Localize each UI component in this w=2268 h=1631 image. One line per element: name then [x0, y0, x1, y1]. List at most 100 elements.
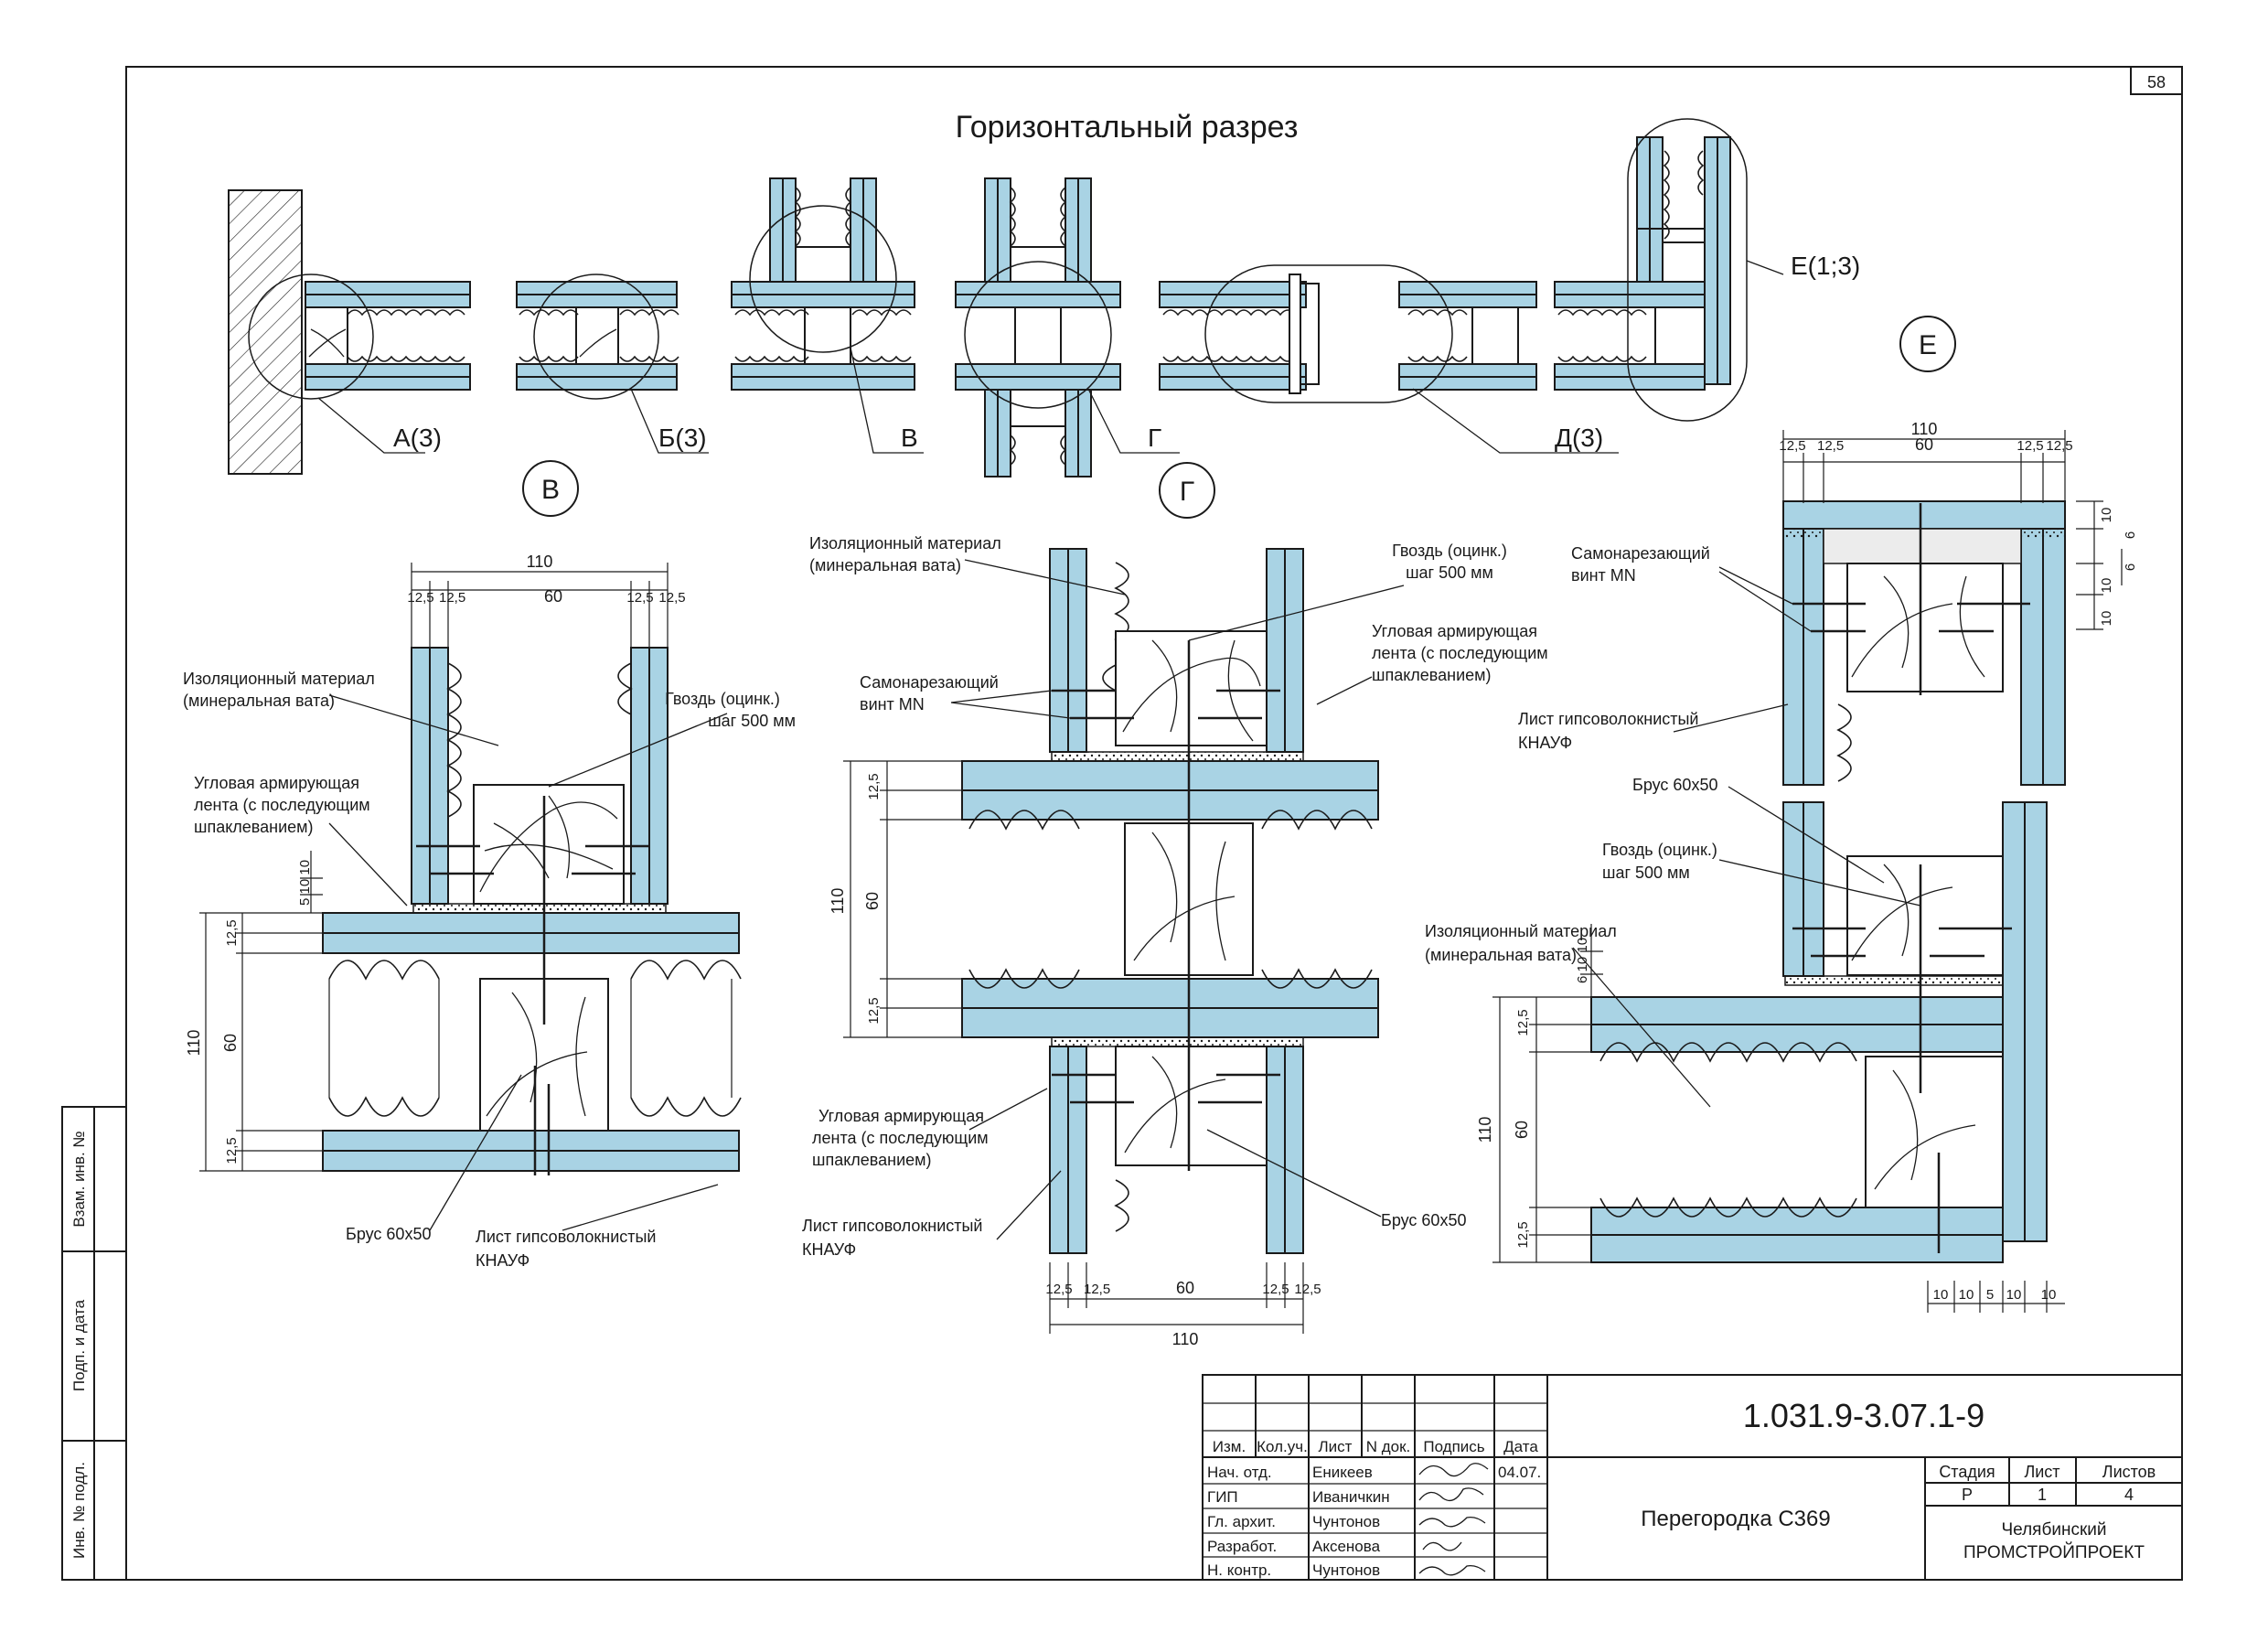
- e-dim-b1: 10: [1933, 1287, 1949, 1303]
- tb-org-2: ПРОМСТРОЙПРОЕКТ: [1963, 1542, 2145, 1562]
- signature-4: [1422, 1541, 1462, 1551]
- stamp-sign-date: Подп. и дата: [70, 1299, 88, 1391]
- v-dim-h-core: 60: [221, 1034, 240, 1052]
- signature-5: [1418, 1564, 1486, 1576]
- tb-role-3: Гл. архит.: [1207, 1513, 1276, 1530]
- e-dim-small: 6 10 10: [1575, 938, 1590, 983]
- tb-h-list: Лист: [1319, 1438, 1353, 1455]
- e-dim-b3: 5: [1986, 1287, 1994, 1303]
- v-label-insulation-2: (минеральная вата): [183, 692, 335, 710]
- tb-person-1: Еникеев: [1312, 1464, 1373, 1481]
- v-label-nail-1: Гвоздь (оцинк.): [665, 690, 780, 708]
- tb-h-ndok: N док.: [1366, 1438, 1411, 1455]
- v-label-beam: Брус 60х50: [346, 1225, 431, 1243]
- tb-sheets-v: 4: [2124, 1486, 2134, 1504]
- v-label-sheet-2: КНАУФ: [476, 1251, 530, 1270]
- overview-wall-a: [305, 281, 471, 391]
- overview-wall-v: [731, 177, 915, 391]
- tb-role-4: Разработ.: [1207, 1538, 1277, 1555]
- v-label-tape-1: Угловая армирующая: [194, 774, 359, 792]
- e-dim-h-core: 60: [1513, 1121, 1531, 1139]
- e-dim-a3: 12,5: [2017, 438, 2043, 454]
- e-label-nail-2: шаг 500 мм: [1602, 864, 1690, 882]
- signature-2: [1418, 1487, 1484, 1502]
- tb-doc-code: 1.031.9-3.07.1-9: [1743, 1397, 1984, 1434]
- tb-sheet-v: 1: [2038, 1486, 2047, 1504]
- e-dim-r1: 10: [2099, 508, 2114, 523]
- tb-person-3: Чунтонов: [1312, 1513, 1380, 1530]
- marker-v: В: [541, 475, 560, 505]
- g-dim-h-core: 60: [863, 892, 882, 910]
- tb-stage-v: Р: [1962, 1486, 1973, 1504]
- marker-g: Г: [1180, 477, 1194, 507]
- overview-label-b: Б(3): [658, 424, 707, 452]
- g-label-sheet-2: КНАУФ: [802, 1240, 856, 1259]
- tb-sheet-h: Лист: [2024, 1463, 2059, 1481]
- v-dim-small: 5 10 10: [297, 860, 313, 906]
- e-label-insulation-2: (минеральная вата): [1425, 946, 1577, 964]
- e-dim-total: 110: [1911, 420, 1938, 438]
- v-dim-a4: 12,5: [658, 590, 685, 606]
- tb-row: Нач. отд. Еникеев 04.07.: [1207, 1463, 1541, 1481]
- v-label-tape-3: шпаклеванием): [194, 818, 314, 836]
- g-dim-h-b: 12,5: [866, 997, 882, 1024]
- side-stamp: Взам. инв. № Подп. и дата Инв. № подл.: [61, 1106, 127, 1581]
- tb-org-1: Челябинский: [2001, 1520, 2106, 1540]
- overview-label-v: В: [901, 424, 918, 452]
- g-label-tape-2: лента (с последующим: [1372, 644, 1548, 662]
- e-dim-r4: 6: [2123, 531, 2138, 539]
- g-dim-a1: 12,5: [1045, 1282, 1072, 1297]
- tb-row: Н. контр. Чунтонов: [1207, 1561, 1486, 1579]
- tb-row: ГИП Иваничкин: [1207, 1487, 1484, 1506]
- overview-wall-e: [1554, 136, 1731, 391]
- e-label-screw-2: винт MN: [1571, 566, 1636, 585]
- g-label-nail-1: Гвоздь (оцинк.): [1392, 542, 1507, 560]
- g-dim-a4: 12,5: [1294, 1282, 1321, 1297]
- g-dim-total: 110: [1172, 1330, 1199, 1348]
- tb-row: Гл. архит. Чунтонов: [1207, 1513, 1486, 1530]
- e-dim-b2: 10: [1959, 1287, 1974, 1303]
- tb-sheets-h: Листов: [2102, 1463, 2156, 1481]
- v-dim-a3: 12,5: [626, 590, 653, 606]
- e-dim-a1: 12,5: [1779, 438, 1805, 454]
- g-label-insulation-1: Изоляционный материал: [809, 534, 1001, 553]
- g-label-screw-2: винт MN: [860, 695, 925, 714]
- v-label-insulation-1: Изоляционный материал: [183, 670, 375, 688]
- e-dim-b5: 10: [2041, 1287, 2057, 1303]
- e-label-nail-1: Гвоздь (оцинк.): [1602, 841, 1717, 859]
- g-label-tape2-3: шпаклеванием): [812, 1151, 932, 1169]
- v-dim-h-total: 110: [185, 1030, 203, 1057]
- masonry-wall: [228, 189, 303, 475]
- e-label-sheet-2: КНАУФ: [1518, 734, 1572, 752]
- tb-name: Перегородка С369: [1641, 1507, 1830, 1531]
- detail-markers: В Г Е: [522, 316, 1956, 519]
- e-label-sheet-1: Лист гипсоволокнистый: [1518, 710, 1699, 728]
- detail-v: 110 12,5 12,5 60 12,5 12,5 110 60 12,5 1…: [183, 553, 796, 1270]
- detail-e: 110 12,5 12,5 60 12,5 12,5 10 10 10 6 6 …: [1425, 420, 2138, 1313]
- e-dim-h-total: 110: [1476, 1117, 1494, 1143]
- v-dim-a2: 12,5: [439, 590, 465, 606]
- v-dim-core: 60: [544, 587, 562, 606]
- g-dim-core: 60: [1176, 1279, 1194, 1297]
- stamp-replace-inv: Взам. инв. №: [70, 1131, 88, 1227]
- e-dim-r5: 6: [2123, 563, 2138, 571]
- e-dim-a4: 12,5: [2046, 438, 2072, 454]
- g-label-screw-1: Самонарезающий: [860, 673, 999, 692]
- g-label-nail-2: шаг 500 мм: [1406, 563, 1493, 582]
- e-dim-r3: 10: [2099, 611, 2114, 627]
- tb-row: Разработ. Аксенова: [1207, 1538, 1462, 1555]
- g-label-beam: Брус 60х50: [1381, 1211, 1466, 1229]
- detail-g: 110 60 12,5 12,5 12,5 12,5 60 12,5 12,5 …: [802, 534, 1548, 1348]
- g-label-tape-3: шпаклеванием): [1372, 666, 1492, 684]
- e-dim-b4: 10: [2006, 1287, 2022, 1303]
- tb-h-date: Дата: [1503, 1438, 1538, 1455]
- tb-h-sign: Подпись: [1423, 1438, 1484, 1455]
- overview-wall-d: [1159, 274, 1537, 394]
- overview-label-d: Д(3): [1555, 424, 1603, 452]
- signature-1: [1418, 1463, 1489, 1477]
- sheet-frame: [125, 66, 2183, 1581]
- v-dim-total: 110: [527, 553, 553, 571]
- tb-role-5: Н. контр.: [1207, 1561, 1271, 1579]
- overview-sections: А(3) Б(3) В Г Д(3) Е(1;3): [228, 118, 1860, 477]
- tb-date-1: 04.07.: [1498, 1464, 1541, 1481]
